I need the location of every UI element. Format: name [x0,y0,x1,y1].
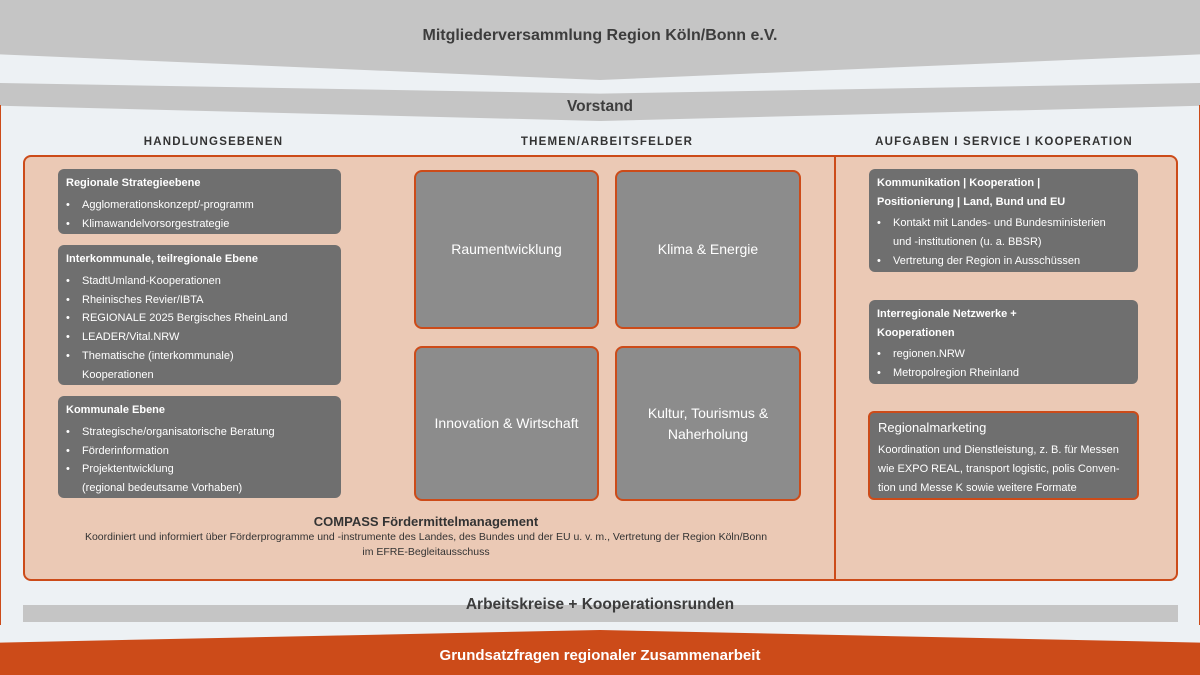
list-item: Kooperationen [82,368,154,381]
list-item: Strategische/organisatorische Beratung [66,423,333,442]
theme-label: Klima & Energie [657,241,759,257]
task-box-netzwerke: Interregionale Netzwerke + Kooperationen… [869,300,1138,384]
list-item: Förderinformation [66,442,333,461]
column-header-handlungsebenen: HANDLUNGSEBENEN [143,136,284,148]
column-header-themen: THEMEN/ARBEITSFELDER [520,136,694,148]
task-list: Kontakt mit Landes- und Bundesministerie… [877,214,1130,270]
level-title: Regionale Strategieebene [66,177,201,189]
marketing-line: wie EXPO REAL, transport logistic, polis… [878,462,1120,475]
level-box-regional: Regionale Strategieebene Agglomerationsk… [58,169,341,234]
theme-tile-kultur: Kultur, Tourismus & Naherholung [615,346,801,501]
level-title: Interkommunale, teilregionale Ebene [66,253,258,265]
theme-tile-klima: Klima & Energie [615,170,801,329]
task-title-line1: Kommunikation | Kooperation | [877,177,1041,189]
vorstand-title: Vorstand [566,98,634,115]
theme-label-line2: Naherholung [667,425,749,442]
task-title-line1: Interregionale Netzwerke + [877,308,1017,320]
compass-line: Koordiniert und informiert über Förderpr… [84,531,768,543]
footer-title: Grundsatzfragen regionaler Zusammenarbei… [439,647,761,664]
arbeitskreise-title: Arbeitskreise + Kooperationsrunden [465,596,735,613]
task-list: regionen.NRW Metropolregion Rheinland [877,345,1130,383]
compass-line: im EFRE-Begleitausschuss [362,545,490,558]
theme-tile-raumentwicklung: Raumentwicklung [414,170,599,329]
list-item: Kontakt mit Landes- und Bundesministerie… [877,214,1130,233]
column-divider [834,156,836,580]
list-item: StadtUmland-Kooperationen [66,272,333,291]
list-item: Rheinisches Revier/IBTA [66,291,333,310]
theme-label: Innovation & Wirtschaft [434,415,579,431]
list-item: Projektentwicklung [66,460,333,479]
list-item: Metropolregion Rheinland [877,364,1130,383]
level-title: Kommunale Ebene [66,404,166,416]
compass-description: Koordiniert und informiert über Förderpr… [26,530,826,559]
page-title: Mitgliederversammlung Region Köln/Bonn e… [422,27,778,44]
marketing-box: Regionalmarketing Koordination und Diens… [868,411,1139,500]
theme-label: Raumentwicklung [451,241,562,257]
list-item: und -institutionen (u. a. BBSR) [893,236,1042,249]
theme-label-line1: Kultur, Tourismus & [647,404,769,421]
compass-title: COMPASS Fördermittelmanagement [313,514,539,529]
task-title-line2: Positionierung | Land, Bund und EU [877,195,1066,208]
theme-tile-innovation: Innovation & Wirtschaft [414,346,599,501]
column-header-aufgaben: AUFGABEN I SERVICE I KOOPERATION [875,136,1133,148]
arbeitskreise-band [23,605,1178,622]
task-box-kommunikation: Kommunikation | Kooperation | Positionie… [869,169,1138,272]
list-item: Agglomerationskonzept/-programm [66,196,333,215]
marketing-line: tion und Messe K sowie weitere Formate [878,481,1077,494]
list-item: REGIONALE 2025 Bergisches RheinLand [66,309,333,328]
marketing-title: Regionalmarketing [878,420,987,435]
level-box-interkommunal: Interkommunale, teilregionale Ebene Stad… [58,245,341,385]
level-list: Agglomerationskonzept/-programm Klimawan… [66,196,333,234]
marketing-line: Koordination und Dienstleistung, z. B. f… [878,444,1119,456]
level-list: StadtUmland-Kooperationen Rheinisches Re… [66,272,333,385]
list-item: LEADER/Vital.NRW [66,328,333,347]
level-list: Strategische/organisatorische Beratung F… [66,423,333,498]
list-item: Vertretung der Region in Ausschüssen [877,252,1130,271]
list-item: Klimawandelvorsorgestrategie [66,215,333,234]
task-title-line2: Kooperationen [877,326,955,339]
list-item: (regional bedeutsame Vorhaben) [82,482,243,495]
level-box-kommunal: Kommunale Ebene Strategische/organisator… [58,396,341,498]
list-item: Thematische (interkommunale) [66,347,333,366]
list-item: regionen.NRW [877,345,1130,364]
